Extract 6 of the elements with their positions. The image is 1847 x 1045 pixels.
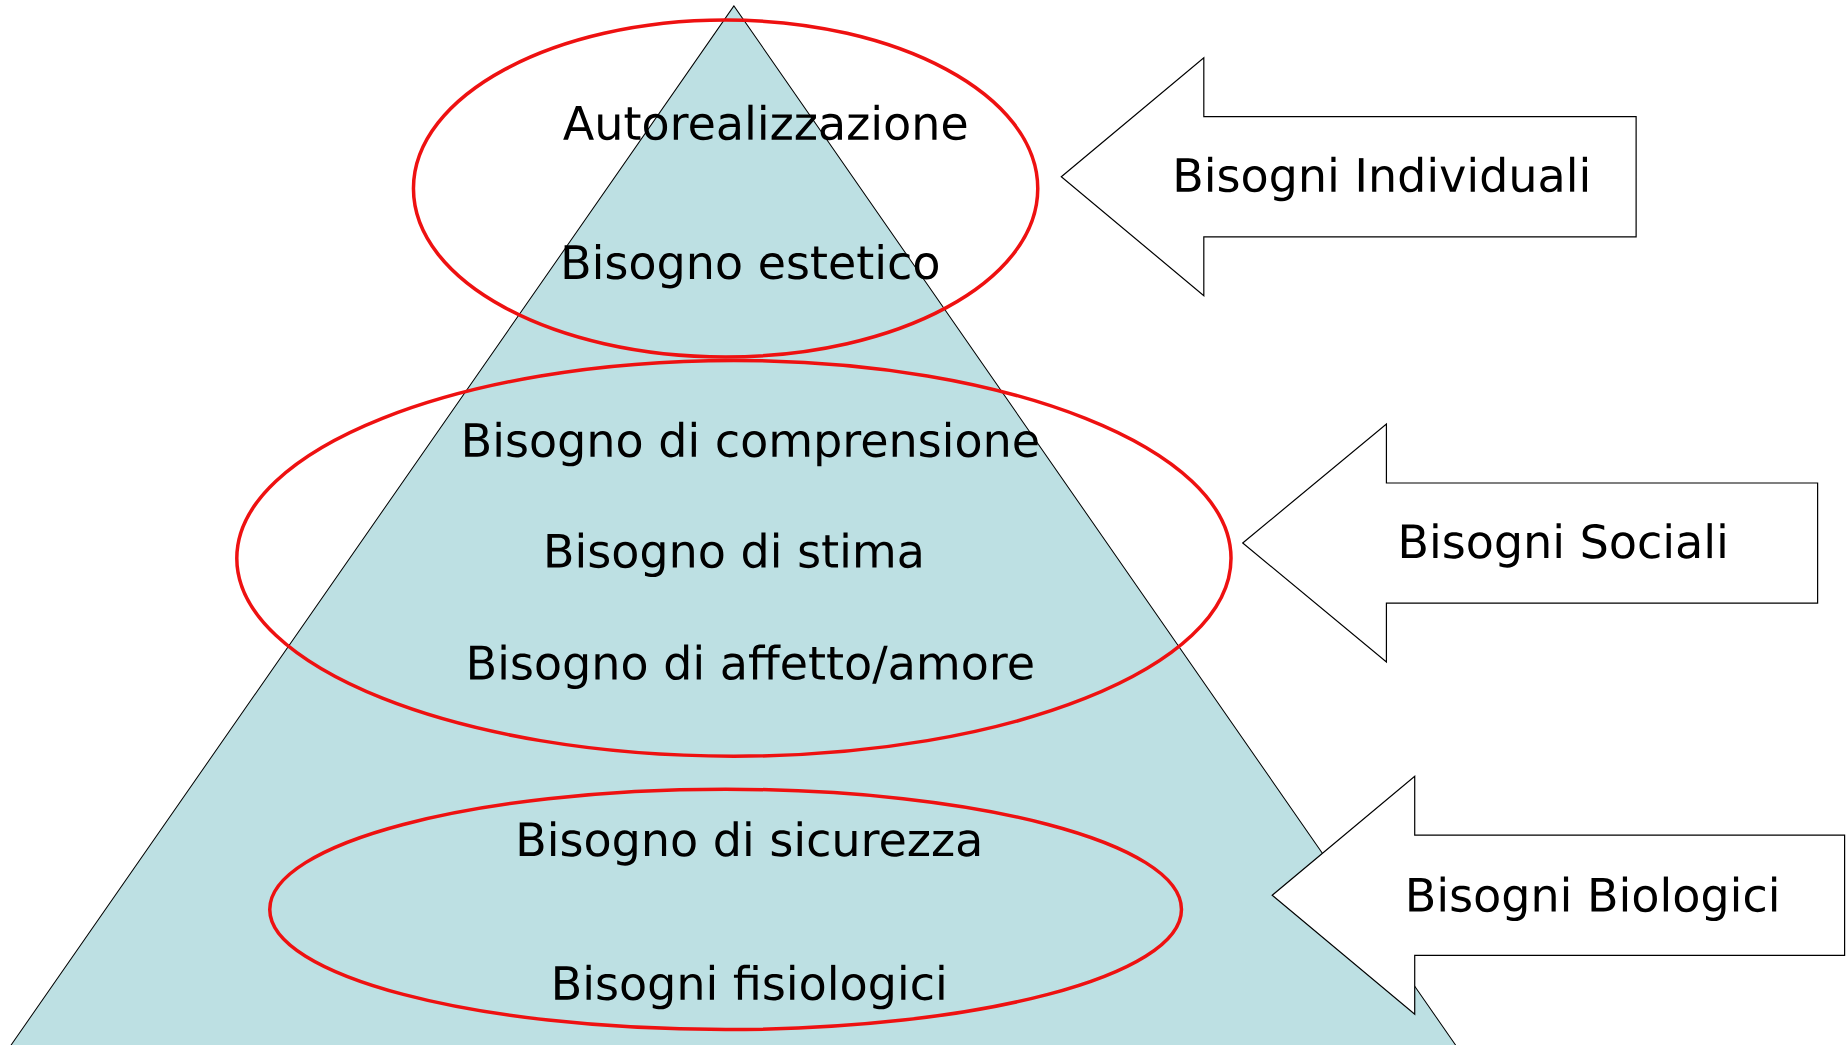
ellipse-text: Bisogno di comprensione	[465, 421, 1038, 467]
node-label: Bisogni Biologici	[1409, 876, 1777, 922]
ellipse-text: Bisogno di sicurezza	[519, 821, 980, 866]
ellipse-text: Bisogni fisiologici	[555, 964, 944, 1010]
ellipse-text: Bisogno di affetto/amore	[470, 644, 1033, 689]
ellipse-text: Bisogno di stima	[547, 532, 921, 578]
